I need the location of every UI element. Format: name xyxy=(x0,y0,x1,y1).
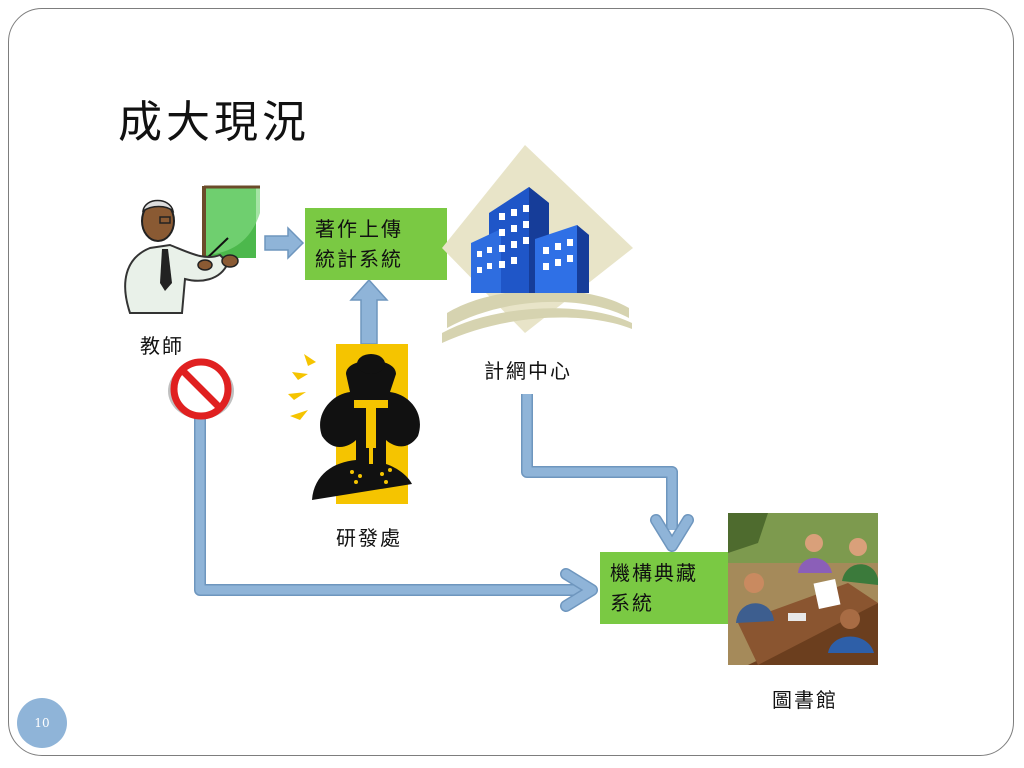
arrow-center-to-repository xyxy=(521,394,694,552)
meeting-photo-icon xyxy=(728,513,878,665)
slide-frame xyxy=(8,8,1014,756)
repository-line2: 系統 xyxy=(610,591,654,615)
teacher-icon xyxy=(124,185,260,314)
upload-statistics-system-box: 著作上傳 統計系統 xyxy=(305,208,447,280)
institutional-repository-box: 機構典藏 系統 xyxy=(600,552,745,624)
computer-center-label: 計網中心 xyxy=(484,359,572,383)
arrow-teacher-to-upload xyxy=(264,226,305,260)
research-office-label: 研發處 xyxy=(336,526,402,550)
library-label: 圖書館 xyxy=(772,688,838,712)
upload-system-line2: 統計系統 xyxy=(315,247,403,271)
worker-jackhammer-icon xyxy=(288,344,420,504)
upload-system-line1: 著作上傳 xyxy=(315,217,403,241)
repository-line1: 機構典藏 xyxy=(610,561,698,585)
arrow-research-to-upload xyxy=(349,278,389,345)
page-number-badge: 10 xyxy=(17,698,67,748)
page-number: 10 xyxy=(34,716,50,730)
office-buildings-icon xyxy=(442,145,633,343)
slide-title: 成大現況 xyxy=(118,97,310,148)
teacher-label: 教師 xyxy=(140,334,184,358)
arrow-teacher-to-repository xyxy=(194,418,598,612)
prohibited-icon xyxy=(168,358,234,420)
